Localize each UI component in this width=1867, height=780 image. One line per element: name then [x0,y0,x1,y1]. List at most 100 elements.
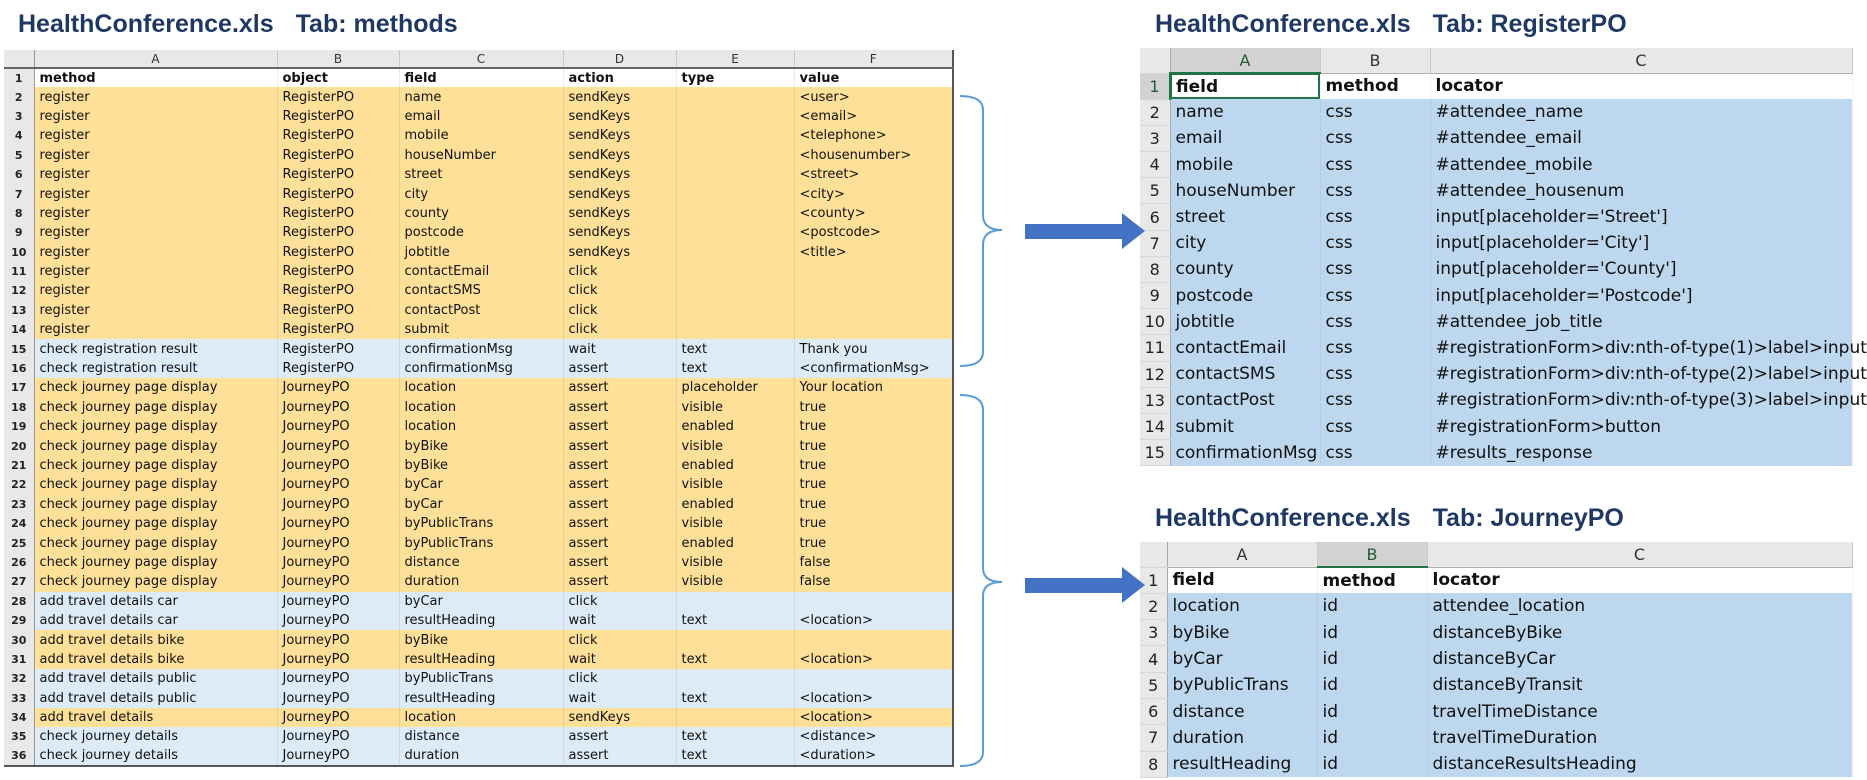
cell[interactable]: byCar [1167,645,1318,673]
cell[interactable]: css [1320,439,1431,466]
cell[interactable]: true [794,533,954,553]
row-number[interactable]: 14 [4,320,35,340]
cell[interactable]: duration [399,572,564,592]
row-number[interactable]: 15 [1140,439,1171,467]
cell[interactable]: id [1317,724,1428,752]
cell[interactable]: sendKeys [563,164,677,185]
cell[interactable]: <location> [794,649,954,670]
cell[interactable]: css [1320,230,1431,257]
cell[interactable]: placeholder [676,378,795,398]
cell[interactable]: jobtitle [1170,308,1321,335]
cell[interactable]: true [794,494,954,514]
row-number[interactable]: 6 [4,164,35,185]
cell[interactable]: false [794,552,954,573]
row-number[interactable]: 17 [4,378,35,398]
cell[interactable]: sendKeys [563,184,677,204]
cell[interactable]: enabled [676,494,795,514]
row-number[interactable]: 19 [4,417,35,437]
cell[interactable]: resultHeading [399,649,564,670]
cell[interactable]: JourneyPO [277,649,400,670]
cell[interactable]: assert [563,436,677,456]
cell[interactable]: id [1317,698,1428,725]
cell[interactable]: sendKeys [563,87,677,107]
cell[interactable]: visible [676,475,795,495]
cell[interactable]: confirmationMsg [399,339,564,359]
cell[interactable]: JourneyPO [277,630,400,650]
cell[interactable]: register [34,300,278,321]
cell[interactable]: resultHeading [399,688,564,708]
cell[interactable]: name [1170,99,1321,126]
column-header-A[interactable]: A [1170,48,1321,74]
cell[interactable]: #results_response [1430,439,1853,466]
cell[interactable]: assert [563,378,677,398]
cell[interactable]: css [1320,334,1431,362]
cell[interactable]: visible [676,436,795,456]
header-cell[interactable]: method [1320,73,1431,100]
cell[interactable]: RegisterPO [277,184,400,204]
cell[interactable]: JourneyPO [277,436,400,456]
row-number[interactable]: 30 [4,630,35,650]
row-number[interactable]: 1 [1140,73,1171,100]
cell[interactable]: Thank you [794,339,954,359]
column-header-A[interactable]: A [34,50,278,69]
cell[interactable] [676,203,795,224]
cell[interactable] [676,261,795,282]
cell[interactable] [676,669,795,689]
cell[interactable]: input[placeholder='Street'] [1430,203,1853,231]
row-number[interactable]: 9 [4,223,35,243]
cell[interactable]: confirmationMsg [1170,439,1321,466]
cell[interactable] [676,164,795,185]
row-number[interactable]: 34 [4,707,35,728]
cell[interactable]: contactPost [399,300,564,321]
cell[interactable]: JourneyPO [277,475,400,495]
cell[interactable]: JourneyPO [277,688,400,708]
cell[interactable]: distance [1167,698,1318,725]
row-number[interactable]: 24 [4,513,35,534]
cell[interactable]: add travel details car [34,591,278,611]
row-number[interactable]: 28 [4,591,35,611]
cell[interactable]: #registrationForm>div:nth-of-type(2)>lab… [1430,361,1867,388]
cell[interactable]: JourneyPO [277,591,400,611]
cell[interactable]: #registrationForm>div:nth-of-type(1)>lab… [1430,334,1867,362]
row-number[interactable]: 16 [4,358,35,379]
cell[interactable]: check journey details [34,746,278,767]
cell[interactable] [676,630,795,650]
cell[interactable]: css [1320,125,1431,152]
row-number[interactable]: 7 [1140,230,1171,257]
cell[interactable]: duration [1167,724,1318,752]
cell[interactable]: email [1170,125,1321,152]
cell[interactable]: register [34,87,278,107]
cell[interactable]: distance [399,552,564,573]
cell[interactable]: check journey page display [34,455,278,476]
cell[interactable]: <postcode> [794,223,954,243]
cell[interactable] [794,669,954,689]
cell[interactable]: byPublicTrans [399,513,564,534]
cell[interactable]: <county> [794,203,954,224]
cell[interactable]: click [563,300,677,321]
select-all-corner[interactable] [1140,542,1168,568]
cell[interactable]: JourneyPO [277,746,400,767]
cell[interactable]: true [794,475,954,495]
header-cell[interactable]: method [1317,567,1428,594]
row-number[interactable]: 3 [1140,619,1168,647]
cell[interactable]: assert [563,358,677,379]
header-cell[interactable]: method [34,68,278,88]
row-number[interactable]: 1 [1140,567,1168,594]
cell[interactable]: sendKeys [563,106,677,127]
cell[interactable]: wait [563,688,677,708]
cell[interactable]: duration [399,746,564,767]
row-number[interactable]: 6 [1140,203,1171,231]
cell[interactable]: register [34,126,278,146]
cell[interactable]: JourneyPO [277,417,400,437]
cell[interactable]: confirmationMsg [399,358,564,379]
cell[interactable]: RegisterPO [277,145,400,165]
cell[interactable]: name [399,87,564,107]
cell[interactable]: contactSMS [399,281,564,301]
cell[interactable] [794,300,954,321]
cell[interactable]: location [399,417,564,437]
cell[interactable]: add travel details public [34,669,278,689]
row-number[interactable]: 4 [1140,645,1168,673]
row-number[interactable]: 10 [4,242,35,262]
